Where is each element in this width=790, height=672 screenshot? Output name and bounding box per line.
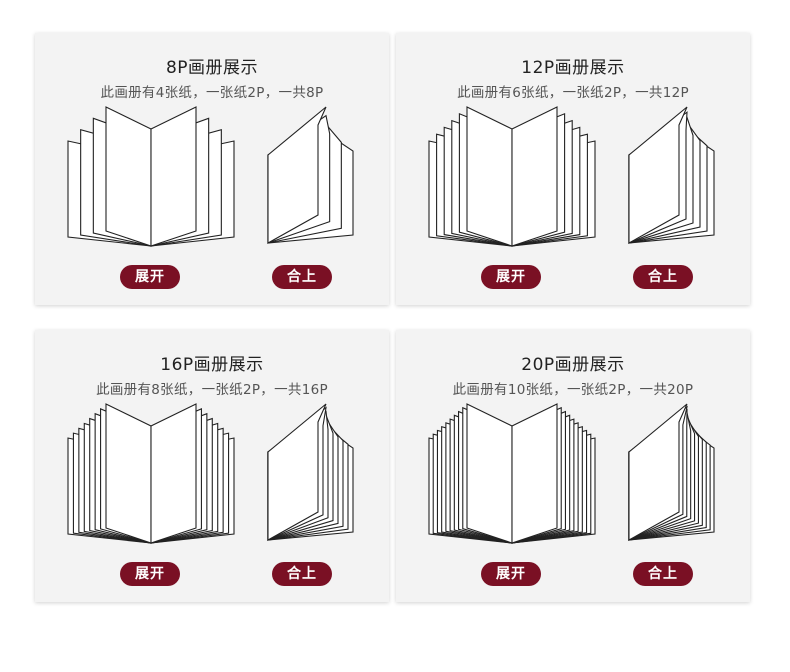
card-title: 8P画册展示: [165, 58, 259, 78]
open-sheet-left: [105, 403, 152, 544]
card-description: 此画册有8张纸，一张纸2P，一共16P: [96, 382, 328, 398]
album-card-12p: 12P画册展示 此画册有6张纸，一张纸2P，一共12P 展开 合上: [396, 33, 750, 305]
close-button[interactable]: 合上: [633, 562, 693, 586]
open-button[interactable]: 展开: [481, 562, 541, 586]
open-button[interactable]: 展开: [481, 265, 541, 289]
open-button[interactable]: 展开: [120, 265, 180, 289]
closed-sheet: [267, 106, 327, 244]
close-button[interactable]: 合上: [633, 265, 693, 289]
card-description: 此画册有10张纸，一张纸2P，一共20P: [452, 382, 694, 398]
open-booklet-drawing: [428, 403, 596, 544]
card-title: 12P画册展示: [521, 58, 625, 78]
album-card-16p: 16P画册展示 此画册有8张纸，一张纸2P，一共16P 展开 合上: [35, 330, 389, 602]
closed-sheet: [628, 106, 688, 244]
card-description: 此画册有6张纸，一张纸2P，一共12P: [457, 85, 689, 101]
open-booklet-drawing: [67, 106, 235, 247]
booklet-illustration: [67, 106, 354, 247]
open-sheet-left: [466, 106, 513, 247]
open-sheet-left: [105, 106, 152, 247]
card-description: 此画册有4张纸，一张纸2P，一共8P: [100, 85, 324, 101]
close-button[interactable]: 合上: [272, 265, 332, 289]
album-card-8p: 8P画册展示 此画册有4张纸，一张纸2P，一共8P 展开 合上: [35, 33, 389, 305]
album-card-20p: 20P画册展示 此画册有10张纸，一张纸2P，一共20P 展开 合上: [396, 330, 750, 602]
open-sheet-right: [150, 106, 197, 247]
open-booklet-drawing: [67, 403, 235, 544]
open-sheet-right: [511, 403, 558, 544]
card-title: 16P画册展示: [160, 355, 264, 375]
closed-sheet: [267, 403, 327, 541]
closed-booklet-drawing: [267, 403, 354, 541]
closed-booklet-drawing: [267, 106, 354, 244]
booklet-illustration: [428, 106, 715, 247]
closed-booklet-drawing: [628, 403, 715, 541]
closed-booklet-drawing: [628, 106, 715, 244]
open-sheet-right: [150, 403, 197, 544]
open-sheet-right: [511, 106, 558, 247]
closed-sheet: [628, 403, 688, 541]
close-button[interactable]: 合上: [272, 562, 332, 586]
booklet-illustration: [428, 403, 715, 544]
open-button[interactable]: 展开: [120, 562, 180, 586]
card-title: 20P画册展示: [521, 355, 625, 375]
booklet-illustration: [67, 403, 354, 544]
open-sheet-left: [466, 403, 513, 544]
open-booklet-drawing: [428, 106, 596, 247]
